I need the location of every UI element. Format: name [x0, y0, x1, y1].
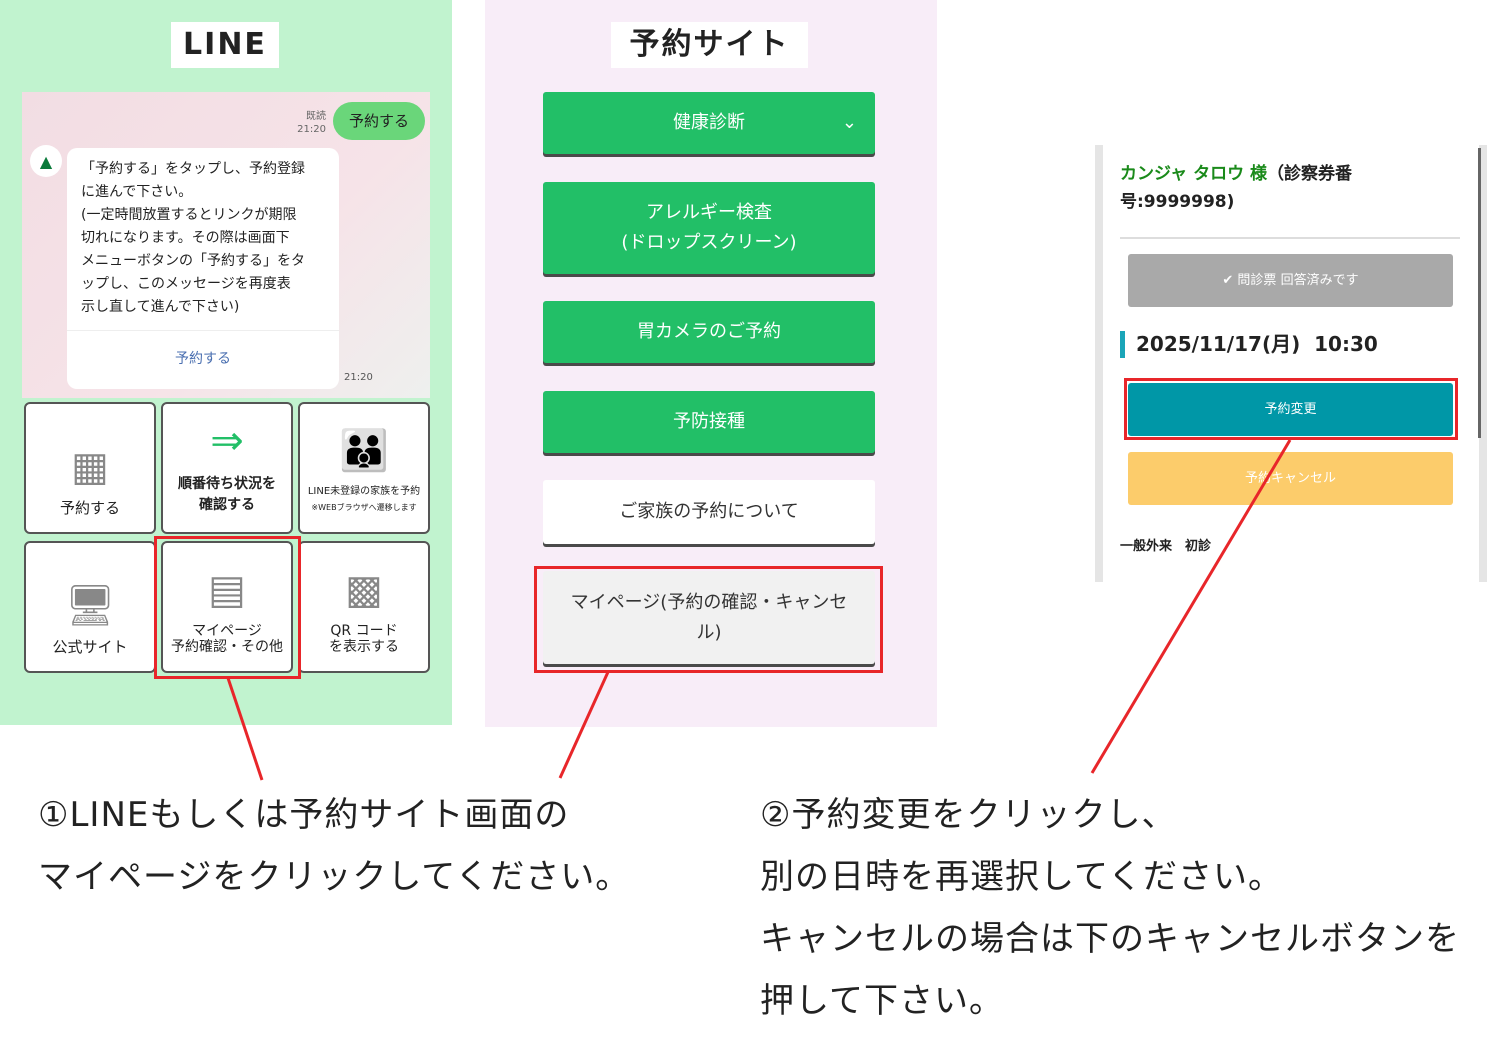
- caption-line: 押して下さい。: [760, 981, 1004, 1021]
- health-checkup-button[interactable]: 健康診断 ⌄: [543, 92, 875, 154]
- callout-line: [1090, 439, 1292, 774]
- mypage-button[interactable]: マイページ(予約の確認・キャンセ ル): [543, 571, 875, 664]
- menu-sub: ※WEBブラウザへ遷移します: [311, 503, 417, 512]
- divider: [1120, 237, 1460, 239]
- patient-id: （診察券番 号:9999998): [1120, 164, 1352, 212]
- reservation-datetime: 2025/11/17(月) 10:30: [1136, 332, 1378, 356]
- step1-caption: ①LINEもしくは予約サイト画面の マイページをクリックしてください。: [38, 784, 630, 908]
- menu-label: マイページ 予約確認・その他: [171, 623, 283, 655]
- chevron-down-icon: ⌄: [841, 112, 857, 133]
- site-title: 予約サイト: [611, 22, 808, 68]
- document-user-icon: ▤: [208, 567, 246, 613]
- step2-caption: ②予約変更をクリックし、 別の日時を再選択してください。 キャンセルの場合は下の…: [760, 784, 1460, 1032]
- caption-line: ①LINEもしくは予約サイト画面の: [38, 795, 570, 835]
- bot-avatar-icon: ▲: [30, 145, 62, 177]
- menu-label: 順番待ち状況を 確認する: [178, 476, 276, 513]
- change-reservation-button[interactable]: 予約変更: [1128, 383, 1453, 436]
- menu-label: 予約する: [59, 499, 120, 517]
- family-icon: 👪: [339, 428, 389, 474]
- menu-family[interactable]: 👪 LINE未登録の家族を予約 ※WEBブラウザへ遷移します: [298, 402, 430, 534]
- sent-message: 予約する: [333, 102, 425, 140]
- caption-line: ②予約変更をクリックし、: [760, 795, 1177, 835]
- bot-message: 「予約する」をタップし、予約登録 に進んで下さい。 (一定時間放置するとリンクが…: [67, 148, 339, 389]
- bot-reserve-link[interactable]: 予約する: [175, 351, 231, 367]
- home-monitor-icon: 🖥: [64, 583, 116, 629]
- scrollbar[interactable]: [1478, 148, 1481, 438]
- vaccination-button[interactable]: 予防接種: [543, 391, 875, 453]
- allergy-test-button[interactable]: アレルギー検査 (ドロップスクリーン): [543, 182, 875, 274]
- bot-message-text: 「予約する」をタップし、予約登録 に進んで下さい。 (一定時間放置するとリンクが…: [67, 148, 339, 331]
- menu-label: 公式サイト: [52, 638, 128, 656]
- gastroscopy-button[interactable]: 胃カメラのご予約: [543, 301, 875, 363]
- button-label: 健康診断: [673, 112, 745, 133]
- patient-name: カンジャ タロウ 様: [1120, 164, 1267, 184]
- menu-qr-code[interactable]: ▩ QR コード を表示する: [298, 541, 430, 673]
- menu-reserve[interactable]: ▦ 予約する: [24, 402, 156, 534]
- highlight-box: [1124, 378, 1458, 440]
- patient-info: カンジャ タロウ 様（診察券番 号:9999998): [1120, 160, 1370, 216]
- mypage-panel: [1095, 145, 1487, 582]
- highlight-box: [154, 536, 301, 679]
- caption-line: 別の日時を再選択してください。: [760, 857, 1283, 897]
- menu-mypage[interactable]: ▤ マイページ 予約確認・その他: [161, 541, 293, 673]
- calendar-icon: ▦: [71, 444, 109, 490]
- highlight-box: [534, 566, 883, 673]
- read-receipt: 既読 21:20: [292, 110, 326, 136]
- qr-code-icon: ▩: [345, 567, 383, 613]
- caption-line: マイページをクリックしてください。: [38, 857, 631, 897]
- callout-line: [558, 671, 610, 779]
- line-title: LINE: [171, 22, 279, 68]
- queue-icon: ⇒: [210, 418, 244, 464]
- family-reservation-button[interactable]: ご家族の予約について: [543, 480, 875, 544]
- menu-queue[interactable]: ⇒ 順番待ち状況を 確認する: [161, 402, 293, 534]
- visit-type: 一般外来 初診: [1120, 539, 1212, 554]
- callout-line: [226, 677, 264, 781]
- date-marker: [1120, 331, 1125, 358]
- questionnaire-status: ✔ 問診票 回答済みです: [1128, 254, 1453, 307]
- read-label: 既読: [306, 111, 326, 122]
- cancel-reservation-button[interactable]: 予約キャンセル: [1128, 452, 1453, 505]
- bot-time: 21:20: [344, 372, 373, 383]
- menu-label: LINE未登録の家族を予約: [307, 486, 421, 497]
- sent-time: 21:20: [297, 124, 326, 135]
- menu-label: QR コード を表示する: [329, 623, 399, 655]
- caption-line: キャンセルの場合は下のキャンセルボタンを: [760, 919, 1460, 959]
